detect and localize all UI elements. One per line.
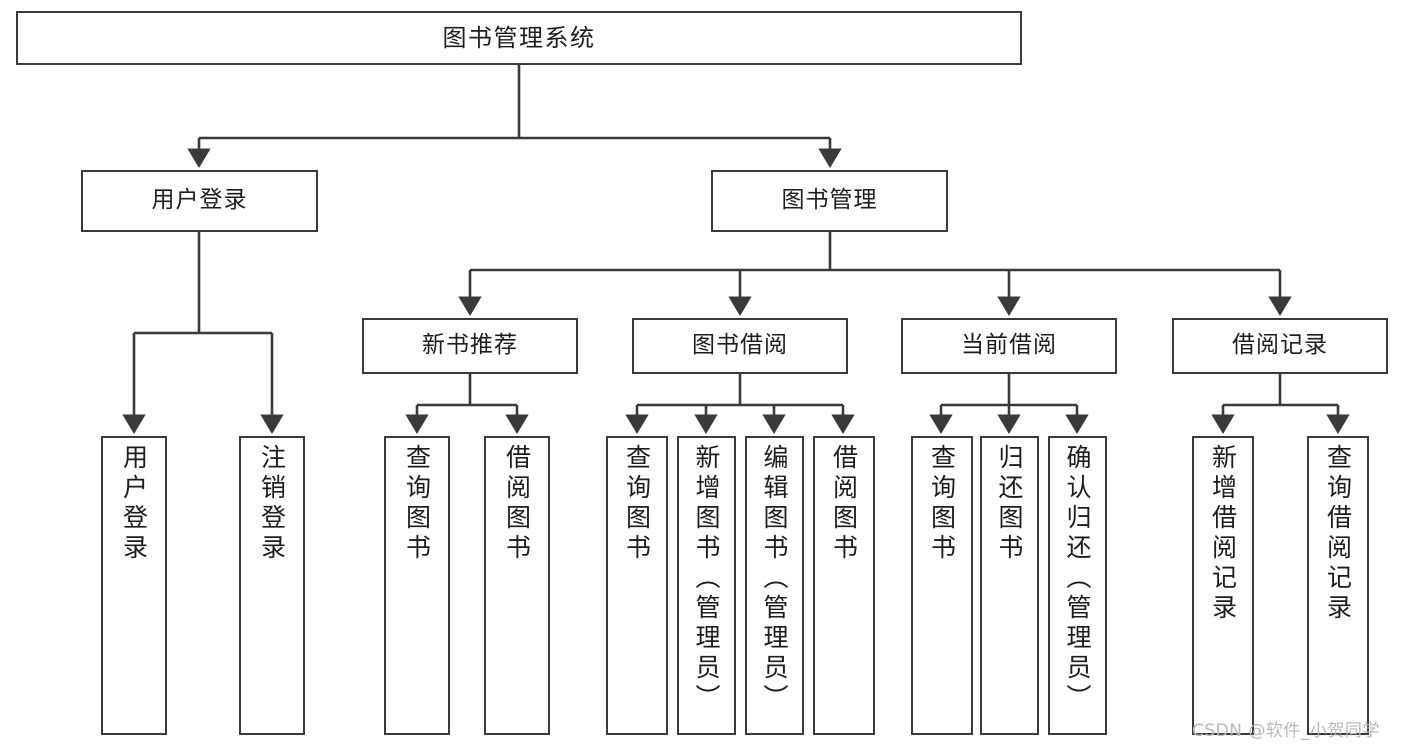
node-book-manage[interactable]: 图书管理 bbox=[711, 170, 948, 232]
node-new-book-rec[interactable]: 新书推荐 bbox=[362, 318, 578, 374]
node-new-book-rec-label: 新书推荐 bbox=[422, 332, 518, 359]
node-root[interactable]: 图书管理系统 bbox=[16, 11, 1022, 65]
node-leaf-query-book-3[interactable]: 查询图书 bbox=[911, 436, 973, 735]
node-leaf-borrow-book-1[interactable]: 借阅图书 bbox=[484, 436, 550, 735]
node-leaf-return-book-label: 归还图书 bbox=[995, 444, 1024, 564]
node-leaf-return-book[interactable]: 归还图书 bbox=[980, 436, 1039, 735]
node-leaf-add-record[interactable]: 新增借阅记录 bbox=[1192, 436, 1254, 735]
node-leaf-edit-book[interactable]: 编辑图书（管理员） bbox=[745, 436, 804, 735]
node-leaf-logout[interactable]: 注销登录 bbox=[239, 436, 305, 735]
node-leaf-query-record-label: 查询借阅记录 bbox=[1323, 444, 1353, 624]
watermark-text: CSDN @软件_小贺同学 bbox=[1192, 721, 1380, 741]
node-leaf-logout-label: 注销登录 bbox=[257, 444, 287, 564]
node-leaf-confirm-return[interactable]: 确认归还（管理员） bbox=[1048, 436, 1107, 735]
node-leaf-add-book-label: 新增图书（管理员） bbox=[692, 444, 721, 714]
node-leaf-borrow-book-2-label: 借阅图书 bbox=[829, 444, 859, 564]
node-user-login[interactable]: 用户登录 bbox=[81, 170, 318, 232]
node-leaf-query-book-2[interactable]: 查询图书 bbox=[606, 436, 668, 735]
node-book-borrow-label: 图书借阅 bbox=[692, 332, 788, 359]
node-borrow-record-label: 借阅记录 bbox=[1232, 332, 1328, 359]
node-leaf-user-login-label: 用户登录 bbox=[119, 444, 149, 564]
node-user-login-label: 用户登录 bbox=[151, 187, 248, 214]
node-leaf-query-book-1[interactable]: 查询图书 bbox=[384, 436, 450, 735]
node-leaf-add-book[interactable]: 新增图书（管理员） bbox=[677, 436, 736, 735]
node-book-manage-label: 图书管理 bbox=[781, 187, 878, 214]
node-current-borrow-label: 当前借阅 bbox=[961, 332, 1057, 359]
node-leaf-user-login[interactable]: 用户登录 bbox=[101, 436, 167, 735]
node-leaf-add-record-label: 新增借阅记录 bbox=[1208, 444, 1238, 624]
node-leaf-query-book-3-label: 查询图书 bbox=[927, 444, 957, 564]
node-leaf-borrow-book-2[interactable]: 借阅图书 bbox=[813, 436, 875, 735]
node-root-label: 图书管理系统 bbox=[442, 23, 596, 52]
node-leaf-query-book-2-label: 查询图书 bbox=[622, 444, 652, 564]
node-leaf-query-record[interactable]: 查询借阅记录 bbox=[1307, 436, 1369, 735]
node-borrow-record[interactable]: 借阅记录 bbox=[1172, 318, 1388, 374]
node-leaf-borrow-book-1-label: 借阅图书 bbox=[502, 444, 532, 564]
node-leaf-edit-book-label: 编辑图书（管理员） bbox=[760, 444, 789, 714]
node-leaf-confirm-return-label: 确认归还（管理员） bbox=[1063, 444, 1092, 714]
node-leaf-query-book-1-label: 查询图书 bbox=[402, 444, 432, 564]
node-book-borrow[interactable]: 图书借阅 bbox=[632, 318, 848, 374]
node-current-borrow[interactable]: 当前借阅 bbox=[901, 318, 1117, 374]
